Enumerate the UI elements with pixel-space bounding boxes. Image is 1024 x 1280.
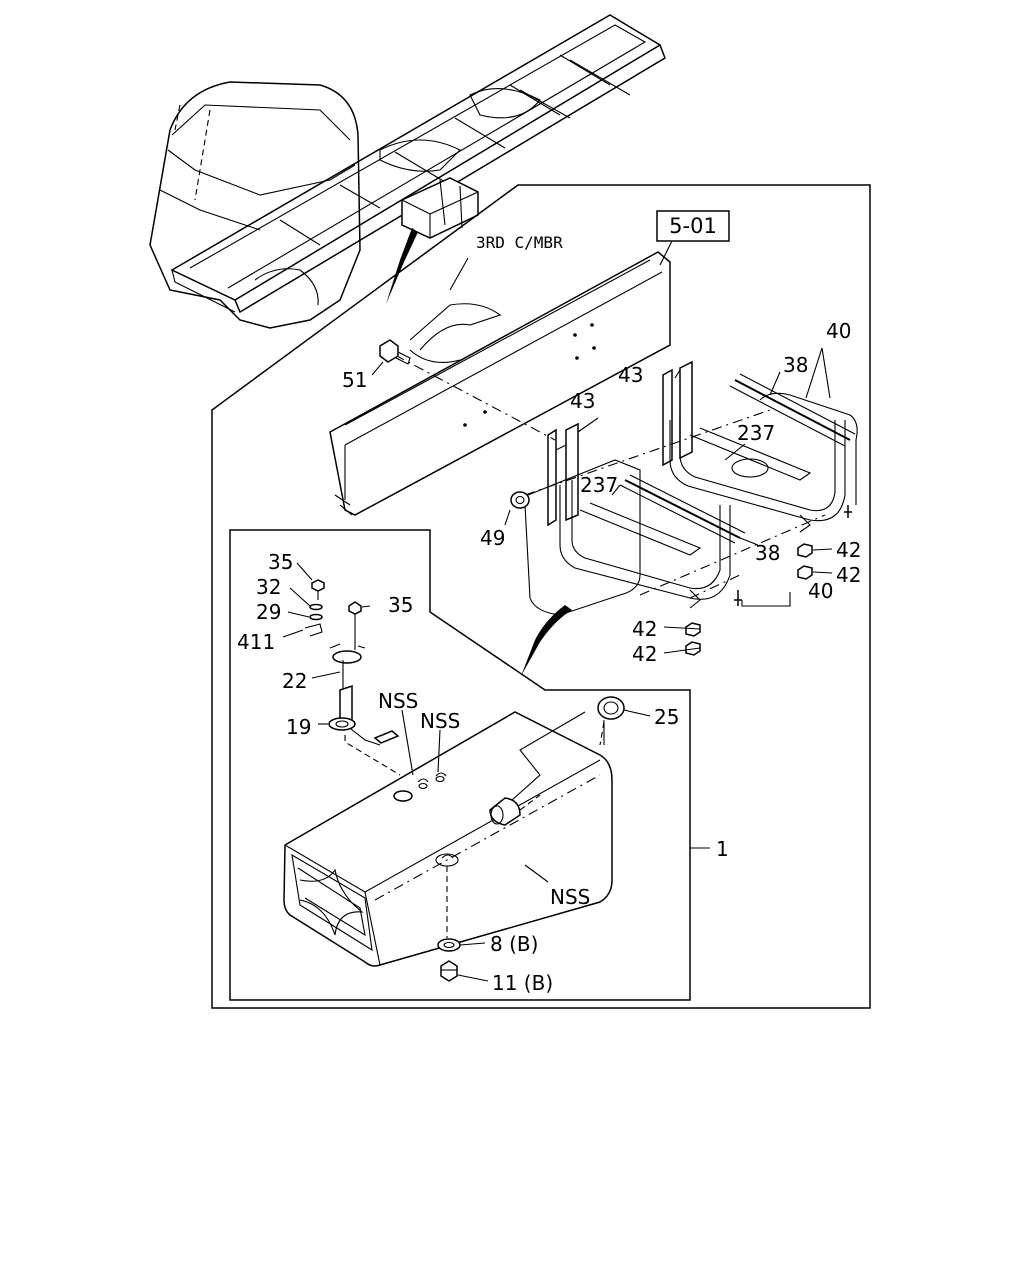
- callout-43-left: 43: [570, 389, 595, 413]
- main-frame-border: [211, 184, 871, 1009]
- section-ref: 5-01: [669, 214, 717, 238]
- nut-42-icons: [685, 543, 813, 656]
- callout-25: 25: [654, 705, 679, 729]
- callout-38-top: 38: [783, 353, 808, 377]
- callout-42-a: 42: [836, 538, 861, 562]
- tank-detail-border: [229, 529, 691, 1001]
- callout-237-right: 237: [737, 421, 775, 445]
- callout-nss-left: NSS: [378, 689, 418, 713]
- fuel-tank: [283, 711, 613, 967]
- callout-35-right: 35: [388, 593, 413, 617]
- pointer-arrow: [386, 228, 418, 304]
- drain-plug-icons: [437, 938, 461, 982]
- callout-49: 49: [480, 526, 505, 550]
- callout-8b: 8 (B): [490, 932, 538, 956]
- callout-42-c: 42: [632, 617, 657, 641]
- callout-40-top: 40: [826, 319, 851, 343]
- callout-22: 22: [282, 669, 307, 693]
- cross-member-label: 3RD C/MBR: [476, 233, 563, 252]
- fuel-sender-parts: [304, 579, 401, 776]
- callout-32: 32: [256, 575, 281, 599]
- callout-237-left: 237: [580, 473, 618, 497]
- callout-35-left: 35: [268, 550, 293, 574]
- callout-40-bottom: 40: [808, 579, 833, 603]
- filler-cap-25-icon: [597, 696, 625, 746]
- callout-42-d: 42: [632, 642, 657, 666]
- cross-member: [329, 251, 671, 516]
- callout-29: 29: [256, 600, 281, 624]
- callout-nss-tank: NSS: [550, 885, 590, 909]
- callout-43-right: 43: [618, 363, 643, 387]
- callout-42-b: 42: [836, 563, 861, 587]
- callout-11b: 11 (B): [492, 971, 553, 995]
- callout-19: 19: [286, 715, 311, 739]
- mounting-assembly: [522, 347, 858, 616]
- callout-leaders: [282, 369, 781, 883]
- callout-51: 51: [342, 368, 367, 392]
- section-ref-box: [656, 210, 730, 242]
- truck-overview: [149, 14, 666, 329]
- nut-49-icon: [510, 491, 530, 509]
- callout-38-bottom: 38: [755, 541, 780, 565]
- callout-1: 1: [716, 837, 729, 861]
- callout-nss-right: NSS: [420, 709, 460, 733]
- bolt-51-icon: [379, 339, 411, 365]
- pointer-arrow-tank: [521, 605, 572, 676]
- callout-411: 411: [237, 630, 275, 654]
